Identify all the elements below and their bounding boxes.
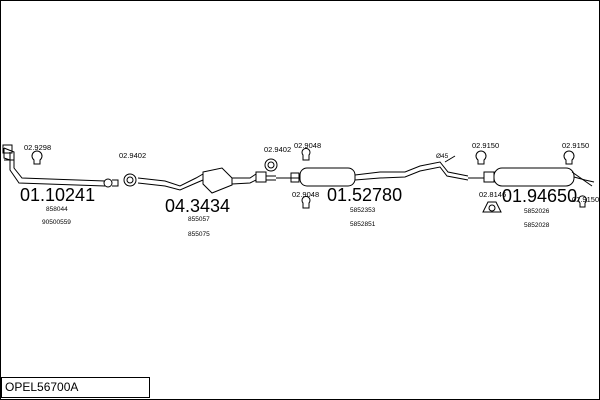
group-ref-number: 5852026 (524, 208, 550, 215)
group-ref-number: 855057 (188, 216, 210, 223)
hanger-icon (482, 201, 502, 213)
part-label: 02.9048 (292, 190, 319, 199)
part-label: 02.9150 (572, 195, 599, 204)
group-ref-number: 5852851 (350, 221, 376, 228)
group-main-number: 01.10241 (20, 185, 95, 205)
part-label: 02.9402 (264, 145, 291, 154)
rear-silencer (468, 167, 595, 187)
bracket-icon (301, 147, 311, 209)
middle-silencer (276, 161, 469, 187)
diameter-leader-line (444, 155, 456, 163)
clamp-icon (475, 150, 587, 208)
group-main-number: 01.94650 (502, 186, 577, 206)
part-label: 02.8146 (479, 190, 506, 199)
group-ref-number: 5852028 (524, 222, 550, 229)
clamp-icon (31, 150, 43, 165)
front-pipe (3, 147, 119, 188)
front-flange-icon (2, 144, 14, 161)
part-label: 02.9150 (472, 141, 499, 150)
catalytic-converter-pipe (137, 167, 276, 194)
pipe-diameter-label: Ø45 (436, 153, 449, 160)
group-ref-number: 858044 (46, 206, 68, 213)
part-label: 02.9402 (119, 151, 146, 160)
part-label: 02.9150 (562, 141, 589, 150)
group-ref-number: 5852353 (350, 207, 376, 214)
group-ref-number: 90500559 (42, 219, 71, 226)
group-ref-number: 855075 (188, 231, 210, 238)
group-main-number: 04.3434 (165, 196, 230, 216)
part-label: 02.9298 (24, 143, 51, 152)
part-label: 02.9048 (294, 141, 321, 150)
diagram-title: OPEL56700A (1, 377, 150, 398)
group-main-number: 01.52780 (327, 185, 402, 205)
gasket-icon (264, 158, 278, 172)
gasket-icon (123, 173, 137, 187)
